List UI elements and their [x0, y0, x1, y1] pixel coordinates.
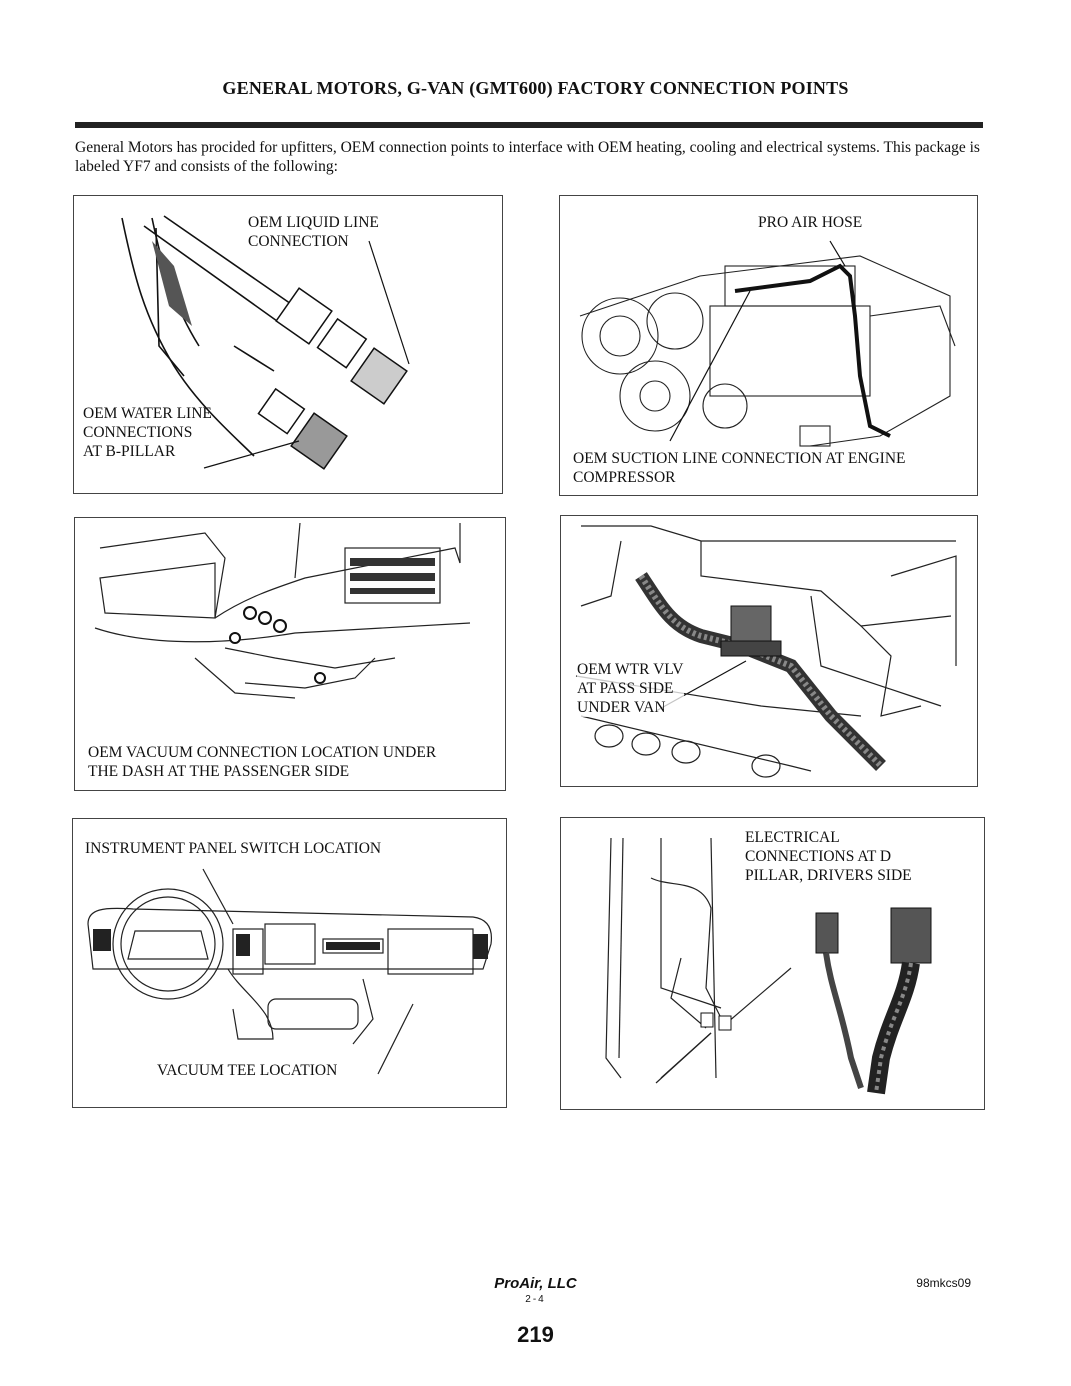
vacuum-dash-label: OEM VACUUM CONNECTION LOCATION UNDER THE…: [88, 744, 437, 780]
footer-doc-code: 98mkcs09: [916, 1276, 971, 1290]
page-title: GENERAL MOTORS, G-VAN (GMT600) FACTORY C…: [222, 78, 849, 98]
page-number: 219: [517, 1322, 554, 1347]
water-valve-label: OEM WTR VLV AT PASS SIDE UNDER VAN: [577, 660, 684, 717]
vacuum-tee-label: VACUUM TEE LOCATION: [157, 1062, 338, 1079]
panel-suction-line: PRO AIR HOSE OEM SUCTION LINE CONNECTION…: [559, 195, 978, 496]
panel-vacuum-dash: OEM VACUUM CONNECTION LOCATION UNDER THE…: [74, 517, 506, 791]
liquid-line-illustration: [121, 215, 410, 470]
panel-instrument-panel: INSTRUMENT PANEL SWITCH LOCATION VACUUM …: [72, 818, 507, 1108]
instrument-panel-label: INSTRUMENT PANEL SWITCH LOCATION: [85, 840, 382, 857]
engine-illustration: [579, 240, 956, 447]
footer-brand: ProAir, LLC: [494, 1275, 577, 1292]
liquid-line-label: OEM LIQUID LINE CONNECTION: [248, 214, 379, 250]
electrical-label: ELECTRICAL CONNECTIONS AT D PILLAR, DRIV…: [745, 829, 912, 884]
water-line-label: OEM WATER LINE CONNECTIONS AT B-PILLAR: [83, 405, 212, 460]
panel-water-valve: OEM WTR VLV AT PASS SIDE UNDER VAN: [560, 515, 978, 787]
title-rule: [75, 122, 983, 128]
suction-line-label: OEM SUCTION LINE CONNECTION AT ENGINE CO…: [573, 450, 906, 486]
panel-liquid-line: OEM LIQUID LINE CONNECTION OEM WATER LIN…: [73, 195, 503, 494]
intro-paragraph: General Motors has procided for upfitter…: [75, 139, 980, 175]
panel-electrical: ELECTRICAL CONNECTIONS AT D PILLAR, DRIV…: [560, 817, 985, 1110]
electrical-connectors-illustration: [605, 837, 932, 1095]
footer-section-number: 2-4: [525, 1294, 546, 1305]
pro-air-hose-label: PRO AIR HOSE: [758, 214, 863, 231]
dashboard-illustration: [87, 868, 493, 1075]
dash-underside-illustration: [94, 522, 471, 699]
water-valve-illustration: [575, 525, 957, 778]
